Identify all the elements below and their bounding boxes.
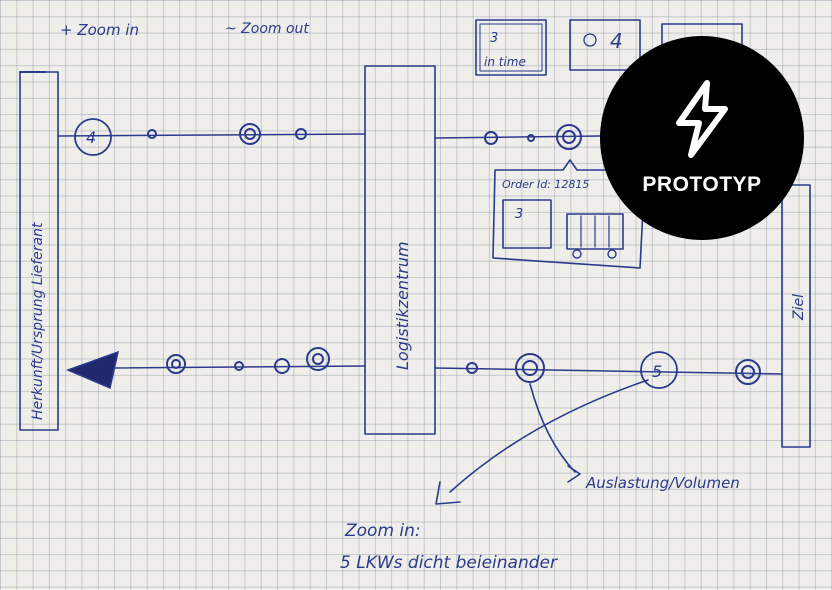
node-top-label: 4 xyxy=(86,128,96,147)
zoom-in-label[interactable]: + Zoom in xyxy=(60,21,139,39)
logistics-center-bar: Logistikzentrum xyxy=(365,66,435,434)
logistics-label: Logistikzentrum xyxy=(393,241,412,370)
order-id-label: Order Id: 12815 xyxy=(502,178,589,191)
destination-bar: Ziel xyxy=(782,185,810,447)
truck-cluster[interactable] xyxy=(167,355,185,373)
utilization-label: Auslastung/Volumen xyxy=(585,474,740,492)
truck-dot[interactable] xyxy=(148,130,156,138)
truck-icon xyxy=(567,214,623,258)
truck-cluster[interactable] xyxy=(736,360,760,384)
top-route: 4 xyxy=(58,119,600,155)
popup-count: 3 xyxy=(515,207,523,222)
zoom-note-text: 5 LKWs dicht beieinander xyxy=(340,553,558,573)
alert-widget[interactable]: 4 xyxy=(570,20,640,70)
node-bottom-label: 5 xyxy=(652,362,662,381)
in-time-count: 3 xyxy=(490,31,498,46)
alert-icon xyxy=(584,34,596,46)
destination-label: Ziel xyxy=(791,294,807,321)
truck-dot[interactable] xyxy=(528,135,534,141)
origin-arrow-icon xyxy=(68,352,118,388)
truck-dot[interactable] xyxy=(235,362,243,370)
alert-count: 4 xyxy=(610,29,623,53)
origin-label: Herkunft/Ursprung Lieferant xyxy=(30,222,46,420)
in-time-widget[interactable]: 3 in time xyxy=(476,20,546,75)
origin-bar: Herkunft/Ursprung Lieferant xyxy=(20,72,58,430)
bottom-route: 5 xyxy=(68,348,782,388)
lightning-bolt-icon xyxy=(671,79,733,159)
popup-count-box xyxy=(503,200,551,248)
truck-cluster[interactable] xyxy=(516,354,544,382)
zoom-note-title: Zoom in: xyxy=(344,521,421,541)
prototype-badge: PROTOTYP xyxy=(600,36,804,240)
prototype-badge-text: PROTOTYP xyxy=(642,173,761,197)
zoom-out-label[interactable]: ~ Zoom out xyxy=(225,21,309,37)
in-time-label: in time xyxy=(484,55,526,69)
